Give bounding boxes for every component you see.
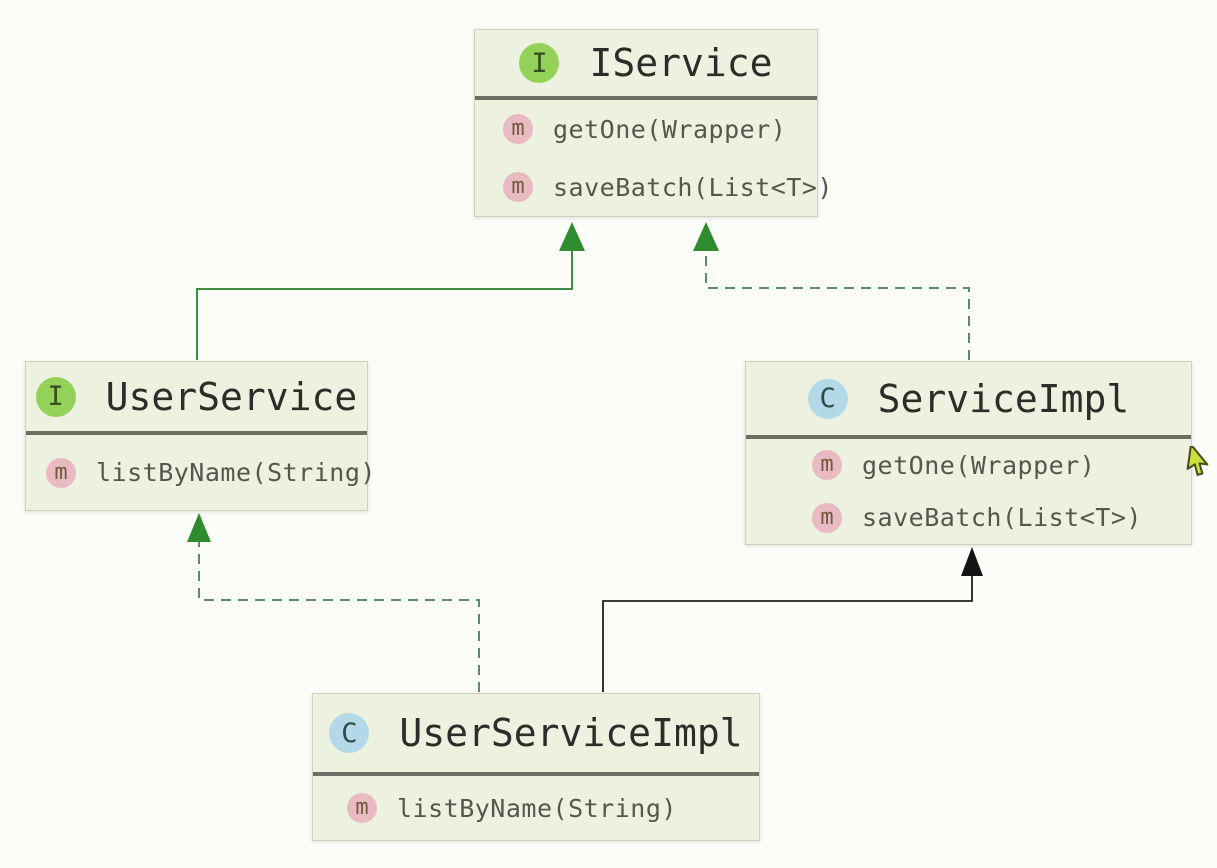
method-row[interactable]: m saveBatch(List<T>) <box>746 501 1191 535</box>
node-title: UserServiceImpl <box>399 711 743 755</box>
node-header: I UserService <box>26 362 367 431</box>
edge-serviceimpl-implements-iservice-arrowhead <box>693 222 719 251</box>
edge-serviceimpl-implements-iservice[interactable] <box>705 250 970 360</box>
class-node-userservice[interactable]: I UserService m listByName(String) <box>25 361 375 511</box>
node-header: C UserServiceImpl <box>313 694 759 772</box>
node-divider <box>475 96 817 100</box>
method-row[interactable]: m getOne(Wrapper) <box>746 448 1191 482</box>
node-title: UserService <box>105 374 358 419</box>
method-icon: m <box>812 502 842 533</box>
edge-userserviceimpl-extends-serviceimpl[interactable] <box>602 576 973 692</box>
method-icon: m <box>503 114 533 144</box>
method-label: saveBatch(List<T>) <box>862 503 1142 533</box>
method-icon: m <box>812 450 842 481</box>
edge-userserviceimpl-implements-userservice-arrowhead <box>187 513 211 542</box>
method-icon: m <box>46 457 76 488</box>
method-list: m getOne(Wrapper) m saveBatch(List<T>) <box>746 439 1191 544</box>
method-row[interactable]: m listByName(String) <box>26 456 375 490</box>
edge-userserviceimpl-implements-userservice[interactable] <box>198 542 480 692</box>
edge-userservice-extends-iservice-arrowhead <box>559 222 585 251</box>
method-label: listByName(String) <box>96 458 376 487</box>
node-header: C ServiceImpl <box>746 362 1191 435</box>
node-divider <box>26 431 367 435</box>
method-list: m listByName(String) <box>26 435 375 510</box>
class-node-serviceimpl[interactable]: C ServiceImpl m getOne(Wrapper) m saveBa… <box>745 361 1192 545</box>
node-title: ServiceImpl <box>877 376 1130 421</box>
class-icon: C <box>807 378 848 419</box>
method-list: m listByName(String) <box>313 776 759 840</box>
class-node-userserviceimpl[interactable]: C UserServiceImpl m listByName(String) <box>312 693 760 841</box>
method-icon: m <box>347 793 377 823</box>
method-label: getOne(Wrapper) <box>862 450 1096 480</box>
class-icon: C <box>329 713 370 753</box>
edge-userservice-extends-iservice[interactable] <box>196 250 573 360</box>
method-list: m getOne(Wrapper) m saveBatch(List<T>) <box>475 100 832 216</box>
node-divider <box>313 772 759 776</box>
interface-icon: I <box>519 43 560 83</box>
method-icon: m <box>503 172 533 202</box>
class-node-iservice[interactable]: I IService m getOne(Wrapper) m saveBatch… <box>474 29 832 217</box>
node-header: I IService <box>475 30 817 96</box>
method-label: saveBatch(List<T>) <box>553 172 833 202</box>
node-title: IService <box>589 41 773 85</box>
method-label: listByName(String) <box>397 793 677 823</box>
method-label: getOne(Wrapper) <box>553 114 787 144</box>
method-row[interactable]: m getOne(Wrapper) <box>475 112 817 146</box>
method-row[interactable]: m saveBatch(List<T>) <box>475 170 832 204</box>
interface-icon: I <box>35 376 76 417</box>
method-row[interactable]: m listByName(String) <box>313 791 759 825</box>
edge-userserviceimpl-extends-serviceimpl-arrowhead <box>961 547 983 576</box>
node-divider <box>746 435 1191 439</box>
